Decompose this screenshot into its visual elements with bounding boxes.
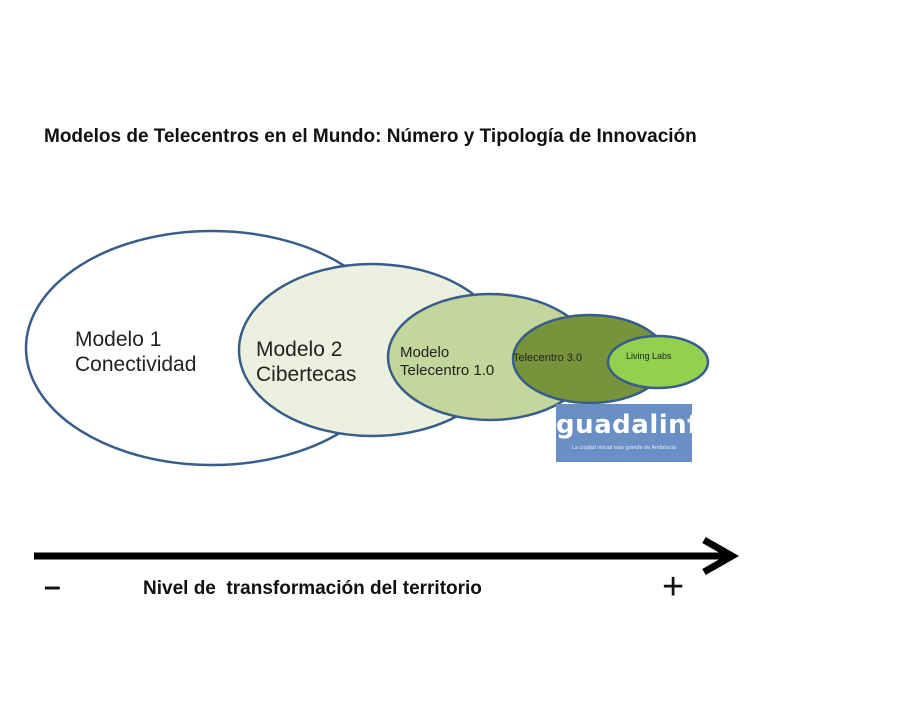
- label-telecentro-3-line-1: Telecentro 3.0: [513, 352, 583, 364]
- logo-tagline: La ciudad virtual más grande de Andalucí…: [572, 445, 676, 451]
- label-modelo-telecentro-1: Modelo Telecentro 1.0: [400, 344, 494, 379]
- label-telecentro-3: Telecentro 3.0: [513, 352, 582, 365]
- label-modelo-2: Modelo 2 Cibertecas: [256, 338, 356, 388]
- label-modelo-2-line-2: Cibertecas: [256, 362, 357, 386]
- guadalinfo-logo: guadalinfo La ciudad virtual más grande …: [556, 404, 718, 462]
- label-modelo-1-line-2: Conectividad: [75, 352, 197, 376]
- page-title: Modelos de Telecentros en el Mundo: Núme…: [44, 126, 697, 147]
- label-modelo-1-line-1: Modelo 1: [75, 328, 162, 351]
- logo-wordmark: guadalinfo: [556, 410, 718, 440]
- axis-high-symbol: +: [662, 566, 685, 608]
- axis-label: Nivel de transformación del territorio: [143, 578, 482, 599]
- label-living-labs: Living Labs: [626, 351, 672, 362]
- axis-arrow-head: [702, 536, 740, 576]
- label-modelo-telecentro-1-line-1: Modelo: [400, 344, 450, 361]
- label-modelo-telecentro-1-line-2: Telecentro 1.0: [400, 361, 495, 379]
- ellipse-living-labs: [606, 334, 710, 390]
- label-living-labs-line-1: Living Labs: [626, 351, 672, 361]
- label-modelo-2-line-1: Modelo 2: [256, 338, 343, 361]
- axis-low-symbol: –: [44, 570, 61, 603]
- label-modelo-1: Modelo 1 Conectividad: [75, 328, 196, 378]
